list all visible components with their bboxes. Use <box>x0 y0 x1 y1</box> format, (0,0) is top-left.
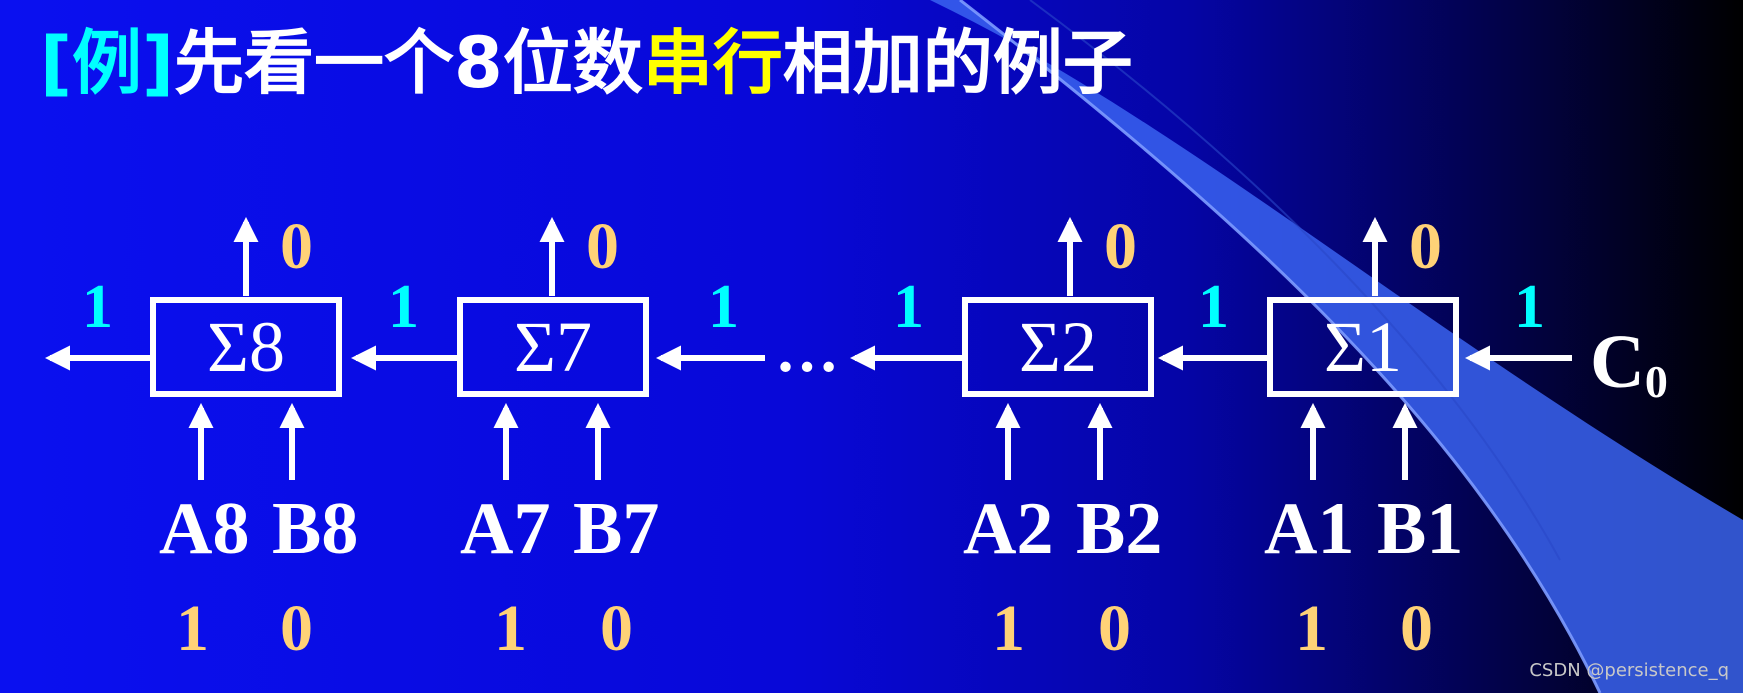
input-label-a: A8 <box>159 488 250 570</box>
input-bit-b: 0 <box>280 592 313 665</box>
chain-ellipsis: … <box>775 314 839 385</box>
input-label-a: A2 <box>963 488 1054 570</box>
adder-box: Σ1 <box>1267 297 1459 397</box>
sum-value: 0 <box>1104 210 1137 283</box>
carry-value: 1 <box>708 273 739 341</box>
input-label-a: A7 <box>460 488 551 570</box>
adder-box: Σ2 <box>962 297 1154 397</box>
title-part2: 相加的例子 <box>782 22 1133 104</box>
title-tag: [例] <box>40 22 174 104</box>
carry-in-label: C0 <box>1590 324 1668 405</box>
carry-value: 1 <box>1514 273 1545 341</box>
input-bit-a: 1 <box>494 592 527 665</box>
sum-value: 0 <box>586 210 619 283</box>
input-bit-b: 0 <box>600 592 633 665</box>
title-highlight: 串行 <box>642 22 783 104</box>
carry-value: 1 <box>388 273 419 341</box>
carry-value: 1 <box>893 273 924 341</box>
adder-box: Σ7 <box>457 297 649 397</box>
carry-in-letter: C <box>1590 320 1645 404</box>
input-label-b: B1 <box>1377 488 1464 570</box>
input-bit-b: 0 <box>1400 592 1433 665</box>
carry-value: 1 <box>82 273 113 341</box>
adder-box: Σ8 <box>150 297 342 397</box>
page-title: [例]先看一个8位数串行相加的例子 <box>40 8 1133 118</box>
input-bit-b: 0 <box>1098 592 1131 665</box>
input-bit-a: 1 <box>1295 592 1328 665</box>
sum-value: 0 <box>280 210 313 283</box>
carry-value: 1 <box>1198 273 1229 341</box>
watermark: CSDN @persistence_q <box>1529 660 1729 681</box>
input-label-b: B8 <box>272 488 359 570</box>
input-bit-a: 1 <box>176 592 209 665</box>
input-bit-a: 1 <box>992 592 1025 665</box>
input-label-b: B2 <box>1076 488 1163 570</box>
input-label-b: B7 <box>573 488 660 570</box>
carry-in-subscript: 0 <box>1644 356 1668 407</box>
title-part1: 先看一个8位数 <box>173 22 643 104</box>
sum-value: 0 <box>1409 210 1442 283</box>
input-label-a: A1 <box>1264 488 1355 570</box>
